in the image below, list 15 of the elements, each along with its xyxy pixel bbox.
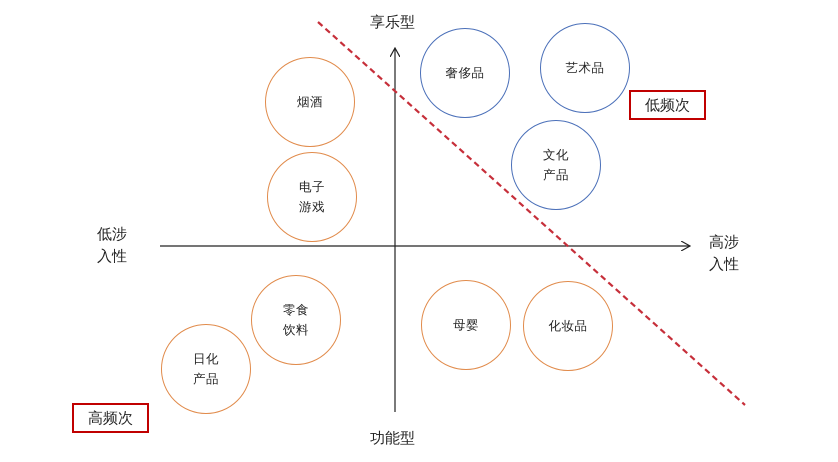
- axis-label: 功能型: [370, 428, 415, 449]
- frequency-label: 低频次: [629, 90, 706, 120]
- axis-label: 享乐型: [370, 12, 415, 33]
- frequency-label: 高频次: [72, 403, 149, 433]
- category-label: 母婴: [453, 316, 479, 334]
- category-label: 奢侈品: [446, 64, 484, 82]
- category-label: 化妆品: [548, 317, 588, 335]
- axis-label: 低涉入性: [96, 224, 128, 267]
- category-label: 艺术品: [566, 59, 604, 77]
- category-label: 电子游戏: [298, 178, 326, 216]
- category-label: 文化产品: [542, 146, 570, 184]
- category-label: 零食饮料: [282, 301, 310, 339]
- category-label: 烟酒: [297, 93, 323, 111]
- axis-label: 高涉入性: [708, 232, 740, 275]
- category-label: 日化产品: [192, 350, 220, 388]
